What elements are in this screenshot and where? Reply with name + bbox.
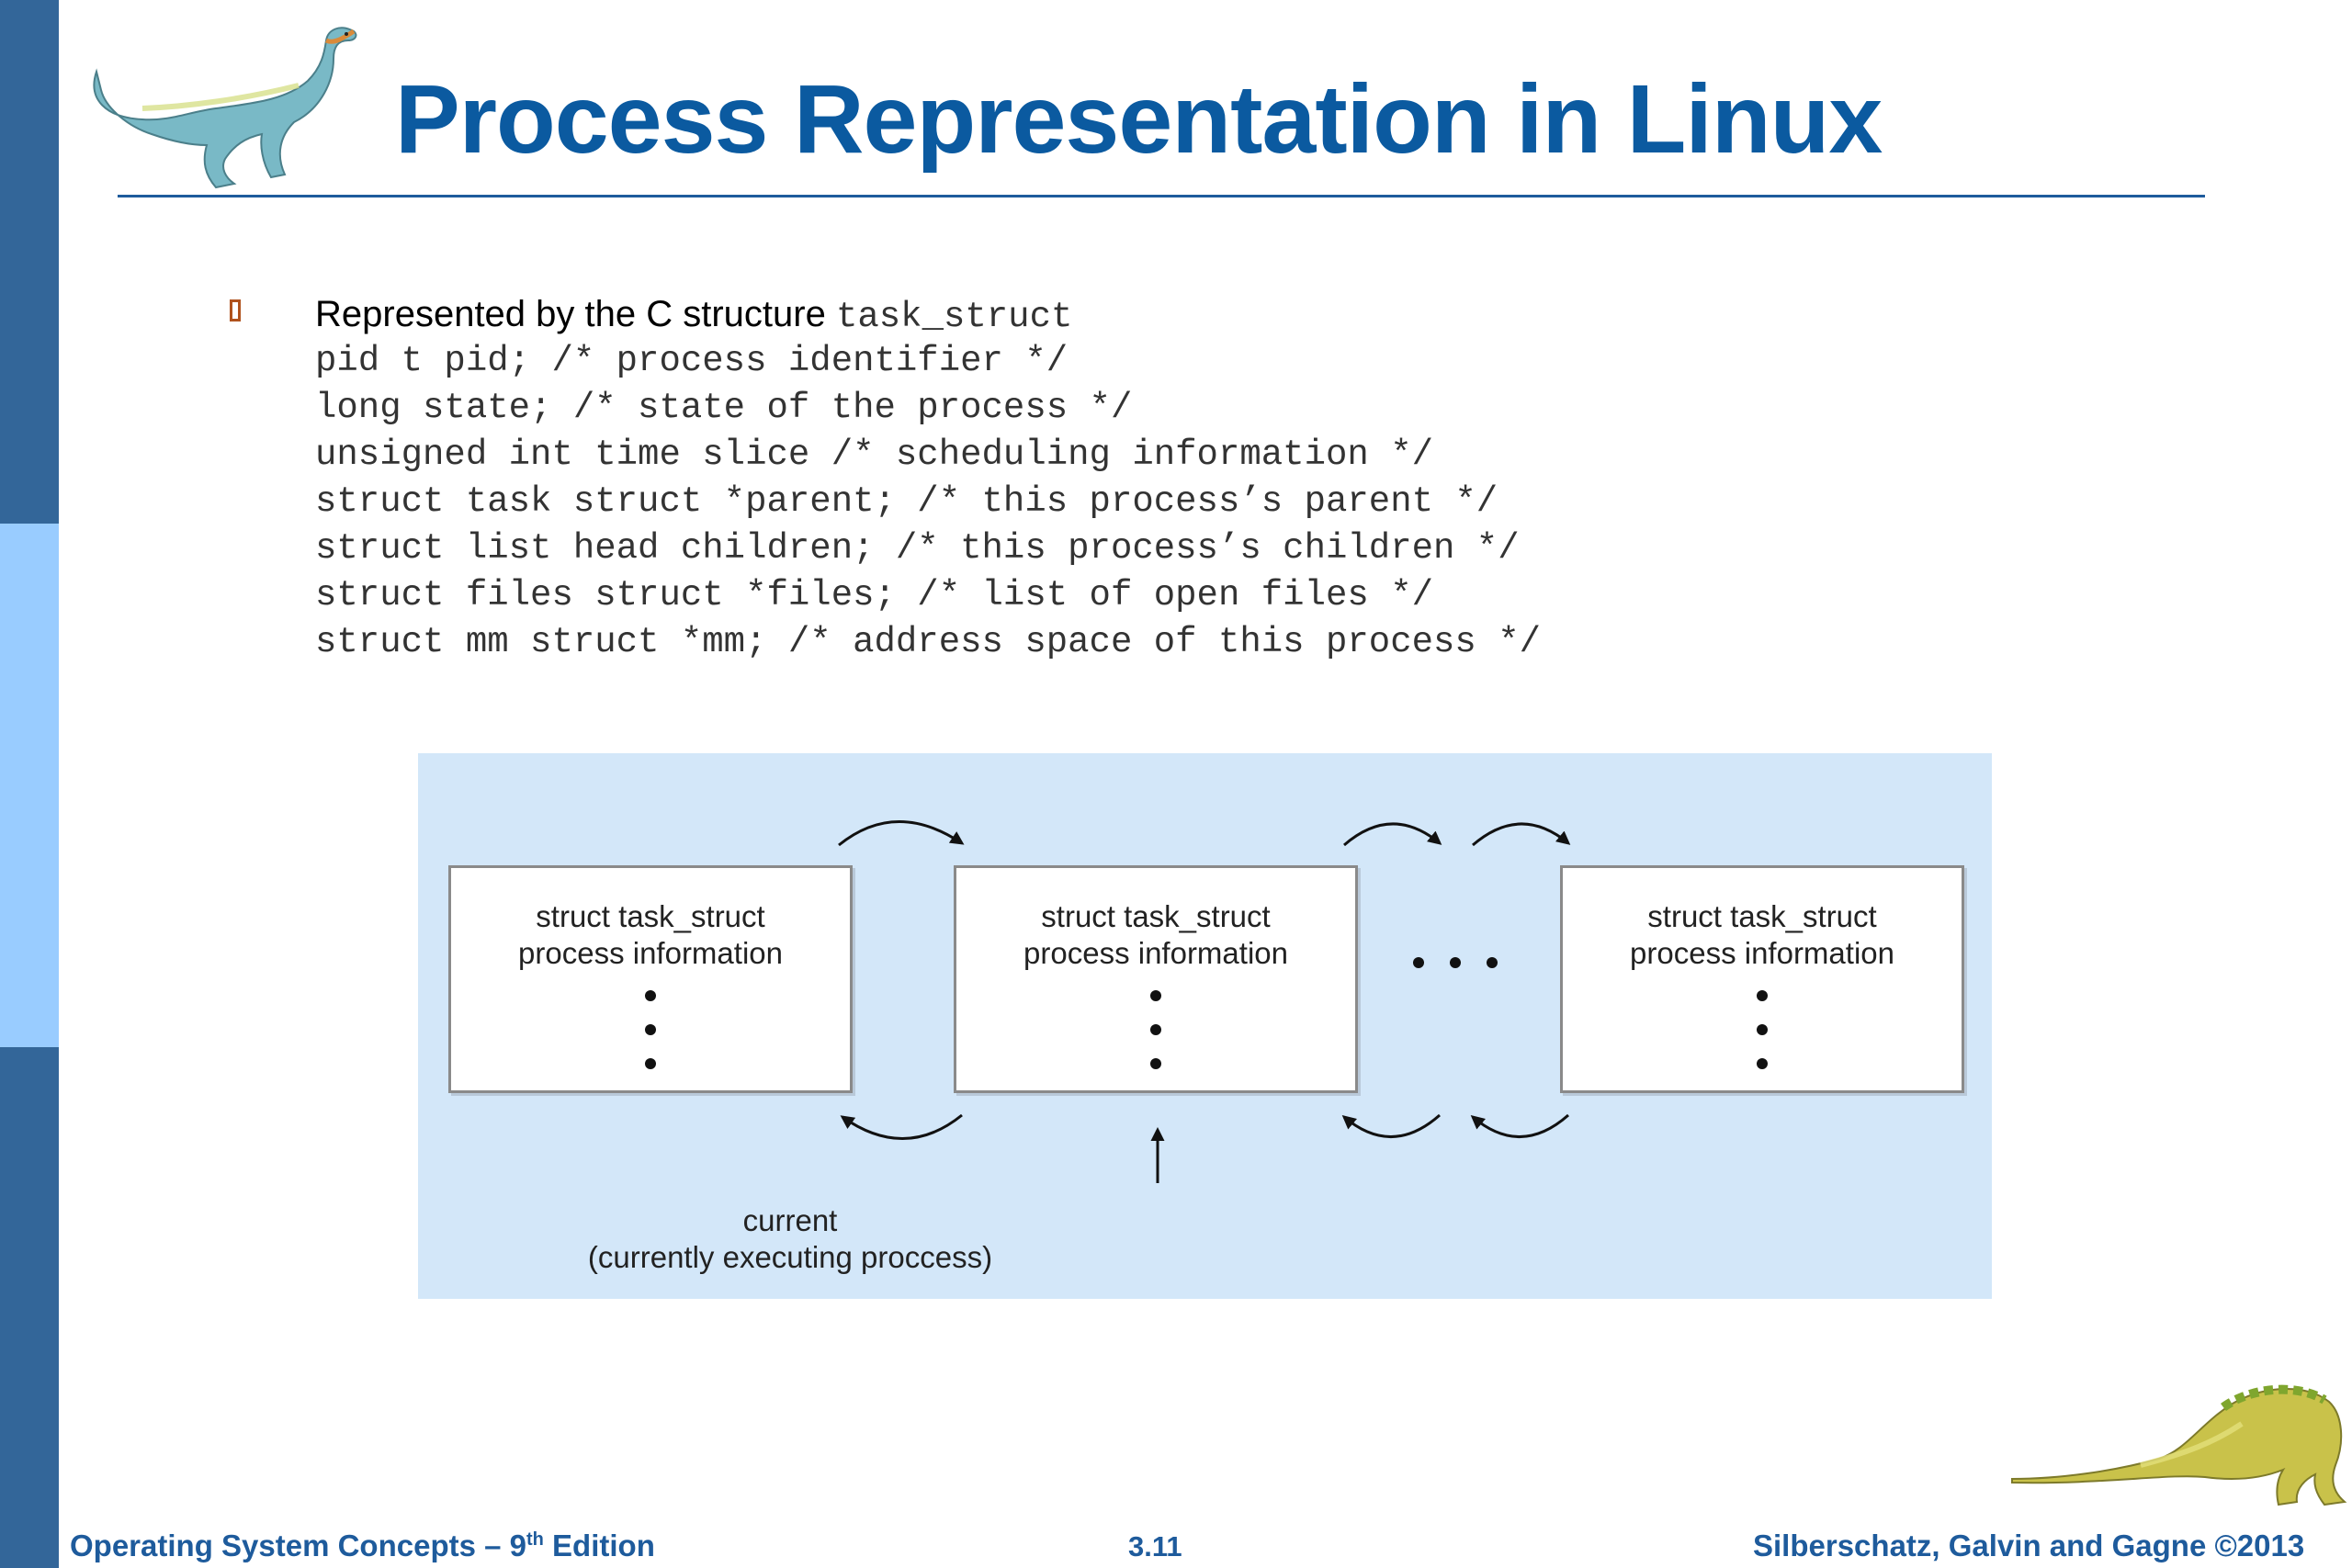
next-arrow	[1343, 822, 1442, 847]
bullet-intro: Represented by the C structure task_stru…	[315, 290, 1541, 338]
code-line: unsigned int time slice /* scheduling in…	[315, 434, 1433, 475]
box-info-label: process information	[1630, 936, 1894, 970]
code-line: struct mm struct *mm; /* address space o…	[315, 622, 1542, 662]
ellipsis-dot	[1487, 957, 1498, 968]
code-line: struct list head children; /* this proce…	[315, 528, 1520, 569]
code-line: struct files struct *files; /* list of o…	[315, 575, 1433, 615]
code-line: struct task struct *parent; /* this proc…	[315, 481, 1498, 522]
ellipsis-dot	[1150, 990, 1161, 1001]
ellipsis-dot	[1150, 1058, 1161, 1069]
intro-code: task_struct	[835, 297, 1073, 337]
ellipsis-dot	[645, 1024, 656, 1035]
ellipsis-dot	[645, 1058, 656, 1069]
footer-authors: Silberschatz, Galvin and Gagne ©2013	[1753, 1529, 2305, 1562]
left-sidebar-band	[0, 0, 59, 1568]
task-list-diagram: struct task_struct process information s…	[418, 753, 1992, 1299]
footer-left-text: Operating System Concepts – 9	[70, 1529, 526, 1562]
current-description: (currently executing proccess)	[587, 1240, 993, 1274]
next-arrow	[1472, 822, 1571, 847]
page-number: 3.11	[1128, 1530, 1182, 1562]
box-info-label: process information	[1023, 936, 1288, 970]
title-underline	[118, 195, 2205, 197]
box-info-label: process information	[518, 936, 783, 970]
task-struct-box: struct task_struct process information	[1560, 865, 1964, 1093]
task-struct-box-current: struct task_struct process information	[954, 865, 1358, 1093]
ellipsis-dot	[1757, 990, 1768, 1001]
ellipsis-dot	[1150, 1024, 1161, 1035]
prev-arrow	[1341, 1113, 1441, 1138]
ellipsis-dot	[1757, 1058, 1768, 1069]
footer-left-suffix: Edition	[543, 1529, 655, 1562]
code-line: long state; /* state of the process */	[315, 388, 1133, 428]
ellipsis-dot	[1757, 1024, 1768, 1035]
current-label: current	[742, 1203, 838, 1237]
diagram-arrows	[838, 820, 1571, 1183]
dinosaur-logo-top	[93, 27, 357, 189]
box-type-label: struct task_struct	[1041, 899, 1271, 933]
footer-book-title: Operating System Concepts – 9th Edition	[70, 1529, 655, 1563]
dinosaur-logo-bottom	[2011, 1384, 2347, 1506]
sidebar-highlight-band	[0, 524, 59, 1047]
next-arrow	[838, 820, 965, 847]
ellipsis-dot	[1450, 957, 1461, 968]
footer-left-sup: th	[526, 1529, 544, 1550]
task-struct-box: struct task_struct process information	[448, 865, 853, 1093]
prev-arrow	[1470, 1113, 1569, 1138]
code-content: Represented by the C structure task_stru…	[315, 290, 1541, 666]
intro-text: Represented by the C structure	[315, 294, 836, 334]
ellipsis-dot	[645, 990, 656, 1001]
bullet-icon	[230, 299, 241, 321]
slide-title: Process Representation in Linux	[395, 65, 1883, 174]
ellipsis-dot	[1413, 957, 1424, 968]
prev-arrow	[840, 1113, 963, 1140]
box-type-label: struct task_struct	[536, 899, 765, 933]
code-line: pid t pid; /* process identifier */	[315, 341, 1069, 381]
box-type-label: struct task_struct	[1647, 899, 1877, 933]
